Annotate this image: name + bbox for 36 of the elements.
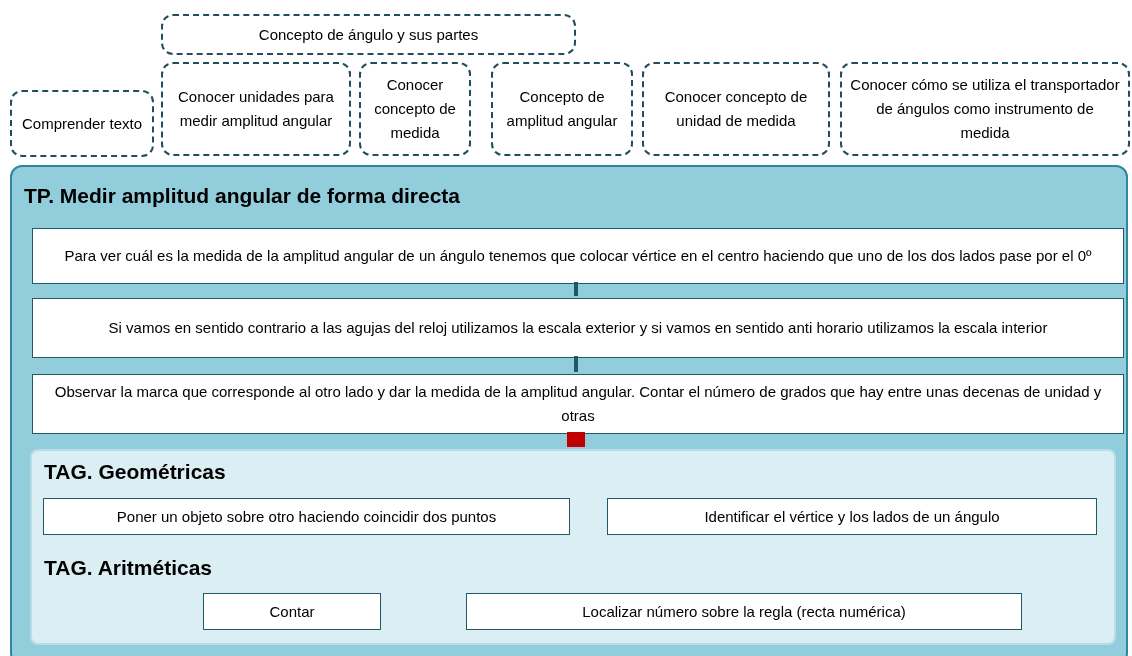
- box-text: Identificar el vértice y los lados de un ángulo: [704, 506, 1000, 527]
- box-text: Conocer cómo se utiliza el transportador de ángulos como instrumento de medida: [850, 75, 1120, 143]
- panel: [10, 165, 1128, 656]
- box-text: Para ver cuál es la medida de la amplitud angular de un ángulo tenemos que colocar vértice en el centro haciendo que uno de los dos lados pase por el 0º: [64, 246, 1092, 266]
- box-text: Localizar número sobre la regla (recta numérica): [582, 601, 906, 622]
- concept-box: [359, 62, 471, 156]
- box-text: Concepto de amplitud angular: [505, 87, 619, 131]
- panel: [30, 449, 1116, 645]
- box-text: Poner un objeto sobre otro haciendo coincidir dos puntos: [116, 506, 497, 527]
- box-text: Comprender texto: [21, 113, 143, 134]
- process-box: [32, 374, 1124, 434]
- concept-box: [161, 14, 576, 55]
- box-text: Concepto de ángulo y sus partes: [258, 24, 479, 45]
- box-text: Conocer concepto de unidad de medida: [663, 87, 809, 131]
- box-text: Observar la marca que corresponde al otro lado y dar la medida de la amplitud angular. Contar el número de grados que hay entre unas decenas de unidad y otras: [53, 382, 1103, 426]
- process-box: [607, 498, 1097, 535]
- process-box: [32, 298, 1124, 358]
- box-text: Conocer unidades para medir amplitud angular: [177, 87, 335, 131]
- process-box: [203, 593, 381, 630]
- section-heading: TAG. Aritméticas: [44, 555, 213, 581]
- concept-box: [10, 90, 154, 157]
- section-heading: TAG. Geométricas: [44, 459, 226, 485]
- box-text: Conocer concepto de medida: [373, 75, 457, 143]
- section-heading: TP. Medir amplitud angular de forma directa: [24, 183, 461, 209]
- block-arrow: [567, 432, 585, 447]
- connector-line: [574, 356, 578, 372]
- concept-box: [840, 62, 1130, 156]
- concept-box: [491, 62, 633, 156]
- concept-box: [161, 62, 351, 156]
- process-box: [43, 498, 570, 535]
- concept-box: [642, 62, 830, 156]
- box-text: Contar: [269, 601, 315, 622]
- connector-line: [574, 282, 578, 296]
- process-box: [32, 228, 1124, 284]
- box-text: Si vamos en sentido contrario a las agujas del reloj utilizamos la escala exterior y si vamos en sentido anti horario utilizamos la escala interior: [108, 318, 1048, 338]
- process-box: [466, 593, 1022, 630]
